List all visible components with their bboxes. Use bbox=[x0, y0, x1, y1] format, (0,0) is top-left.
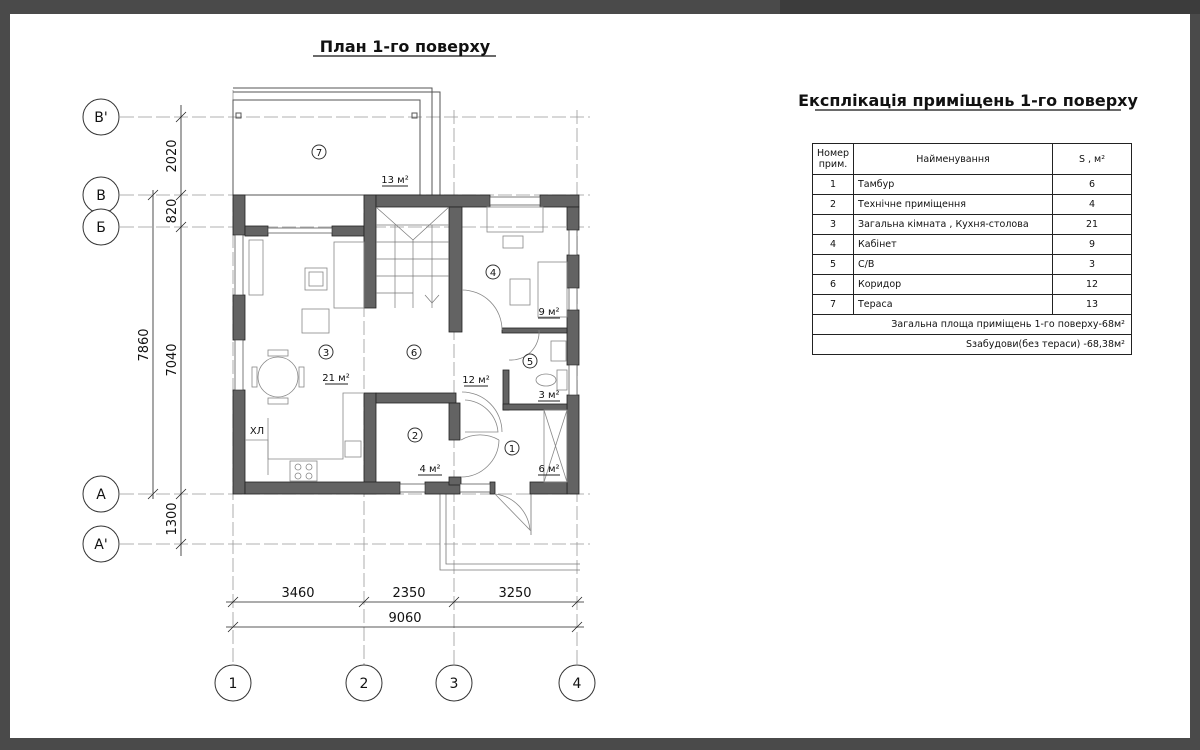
svg-text:3: 3 bbox=[450, 676, 459, 692]
building-area-row: Sзабудови(без тераси) -68,38м² bbox=[812, 334, 1132, 355]
svg-text:6 м²: 6 м² bbox=[538, 464, 559, 475]
svg-text:7860: 7860 bbox=[137, 328, 152, 361]
svg-text:9 м²: 9 м² bbox=[538, 307, 559, 318]
svg-text:3: 3 bbox=[323, 348, 329, 359]
horizontal-dimension-lines bbox=[226, 596, 584, 633]
porch bbox=[439, 494, 580, 571]
svg-text:7: 7 bbox=[316, 148, 322, 159]
room-3: 3 21 м² bbox=[318, 344, 350, 385]
room-labels: 7 13 м² 3 21 м² 6 12 м² 4 9 м² 5 3 м² 2 … bbox=[250, 144, 560, 476]
svg-text:1300: 1300 bbox=[165, 502, 180, 535]
stairs bbox=[375, 206, 450, 308]
svg-text:2: 2 bbox=[412, 431, 418, 442]
svg-text:9060: 9060 bbox=[388, 611, 421, 626]
horizontal-dimensions: 3460 2350 3250 9060 bbox=[281, 586, 531, 626]
svg-text:1: 1 bbox=[229, 676, 238, 692]
svg-text:3460: 3460 bbox=[281, 586, 314, 601]
svg-text:6: 6 bbox=[411, 348, 417, 359]
svg-text:5: 5 bbox=[527, 357, 533, 368]
furniture bbox=[245, 206, 568, 532]
frame-top bbox=[0, 0, 780, 14]
svg-text:820: 820 bbox=[165, 199, 180, 224]
svg-text:2350: 2350 bbox=[392, 586, 425, 601]
svg-text:4 м²: 4 м² bbox=[419, 464, 440, 475]
col-axis-markers: 1 2 3 4 bbox=[214, 664, 596, 702]
windows bbox=[234, 196, 578, 493]
svg-text:13 м²: 13 м² bbox=[381, 175, 408, 186]
room-7: 7 13 м² bbox=[311, 144, 409, 187]
vertical-dimension-lines bbox=[147, 105, 187, 556]
room-1: 1 6 м² bbox=[504, 440, 560, 476]
terrace bbox=[232, 87, 441, 196]
total-area: Загальна площа приміщень 1-го поверху-68… bbox=[812, 314, 1132, 335]
header-name: Найменування bbox=[853, 143, 1053, 175]
svg-text:4: 4 bbox=[490, 268, 496, 279]
fridge-label: ХЛ bbox=[250, 426, 264, 437]
svg-text:3 м²: 3 м² bbox=[538, 390, 559, 401]
table-header: Номер прим. Найменування S , м² bbox=[812, 143, 1132, 175]
svg-text:Б: Б bbox=[96, 220, 106, 236]
svg-text:21 м²: 21 м² bbox=[322, 373, 349, 384]
grid-lines bbox=[120, 90, 590, 665]
svg-text:А: А bbox=[96, 487, 106, 503]
drawing-sheet bbox=[10, 14, 1190, 738]
vertical-dimensions: 2020 820 7040 7860 1300 bbox=[137, 139, 180, 535]
walls bbox=[232, 194, 580, 495]
svg-text:7040: 7040 bbox=[165, 343, 180, 376]
building-area: Sзабудови(без тераси) -68,38м² bbox=[812, 334, 1132, 355]
frame-top-right bbox=[780, 0, 1200, 14]
total-row: Загальна площа приміщень 1-го поверху-68… bbox=[812, 314, 1132, 335]
svg-text:А': А' bbox=[94, 537, 107, 553]
room-6: 6 12 м² bbox=[406, 344, 490, 387]
svg-text:2: 2 bbox=[360, 676, 369, 692]
svg-text:1: 1 bbox=[509, 444, 515, 455]
room-4: 4 9 м² bbox=[485, 264, 560, 319]
plan-title: План 1-го поверху bbox=[320, 37, 491, 56]
row-axis-markers: В' В Б А А' bbox=[82, 98, 120, 563]
svg-text:4: 4 bbox=[573, 676, 582, 692]
svg-text:2020: 2020 bbox=[165, 139, 180, 172]
explication-title: Експлікація приміщень 1-го поверху bbox=[798, 91, 1138, 110]
svg-text:12 м²: 12 м² bbox=[462, 375, 489, 386]
room-2: 2 4 м² bbox=[407, 427, 442, 476]
svg-text:В: В bbox=[96, 188, 106, 204]
header-area: S , м² bbox=[1052, 143, 1132, 175]
room-5: 5 3 м² bbox=[522, 353, 560, 402]
svg-text:В': В' bbox=[94, 110, 107, 126]
svg-text:3250: 3250 bbox=[498, 586, 531, 601]
header-num: Номер прим. bbox=[812, 143, 854, 175]
